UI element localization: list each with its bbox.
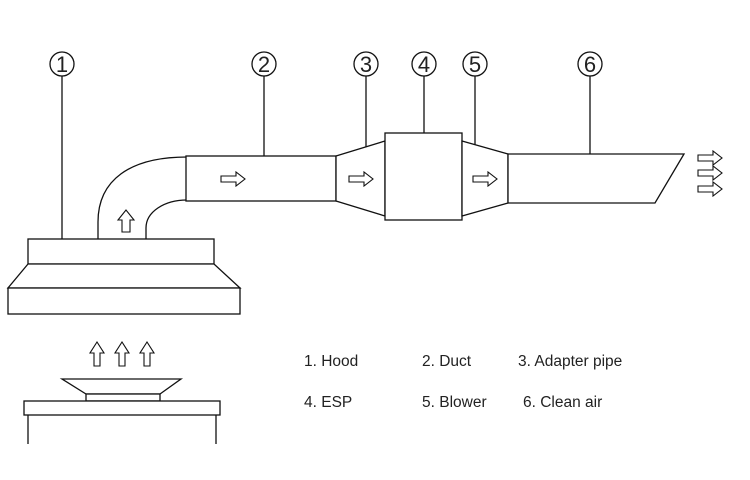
duct (185, 155, 337, 202)
callout-number: 1 (56, 52, 68, 77)
legend-item-duct: 2. Duct (422, 353, 472, 370)
elbow-outer-wall (97, 156, 188, 239)
up-arrow-icon (113, 340, 131, 367)
callout-1: 1 (49, 51, 75, 240)
hood (6, 238, 242, 315)
rising-fumes (88, 340, 156, 367)
callout-number: 3 (360, 52, 372, 77)
elbow-pipe (97, 156, 188, 239)
legend-item-hood: 1. Hood (304, 353, 358, 370)
callout-number: 2 (258, 52, 270, 77)
stove-top (23, 400, 221, 416)
right-arrow-icon (697, 164, 723, 182)
right-arrow-icon (348, 170, 374, 188)
right-arrow-icon (697, 180, 723, 198)
callout-3: 3 (353, 51, 379, 157)
esp-unit (384, 132, 463, 221)
up-arrow-icon (138, 340, 156, 367)
legend: 1. Hood 2. Duct 3. Adapter pipe 4. ESP 5… (304, 353, 622, 411)
outlet-pipe (507, 153, 686, 204)
adapter-pipe (335, 140, 386, 217)
exhaust-arrows (697, 149, 723, 198)
wok-pan (59, 378, 184, 395)
right-arrow-icon (472, 170, 498, 188)
right-arrow-icon (697, 149, 723, 167)
legend-item-clean-air: 6. Clean air (523, 394, 602, 411)
callout-number: 4 (418, 52, 430, 77)
callout-2: 2 (251, 51, 277, 156)
legend-item-blower: 5. Blower (422, 394, 487, 411)
duct-body (185, 155, 337, 202)
callout-number: 6 (584, 52, 596, 77)
hood-skirt (6, 263, 242, 289)
elbow-inner-wall (145, 199, 188, 239)
hood-top-collar (27, 238, 215, 265)
callout-6: 6 (577, 51, 603, 155)
legend-item-adapter-pipe: 3. Adapter pipe (518, 353, 622, 370)
legend-item-esp: 4. ESP (304, 394, 352, 411)
right-arrow-icon (220, 170, 246, 188)
burner (85, 393, 161, 402)
blower (461, 140, 509, 217)
callout-5: 5 (462, 51, 488, 156)
callout-number: 5 (469, 52, 481, 77)
stove (23, 378, 221, 444)
up-arrow-icon (88, 340, 106, 367)
up-arrow-icon (116, 209, 136, 233)
hood-base (7, 287, 241, 315)
